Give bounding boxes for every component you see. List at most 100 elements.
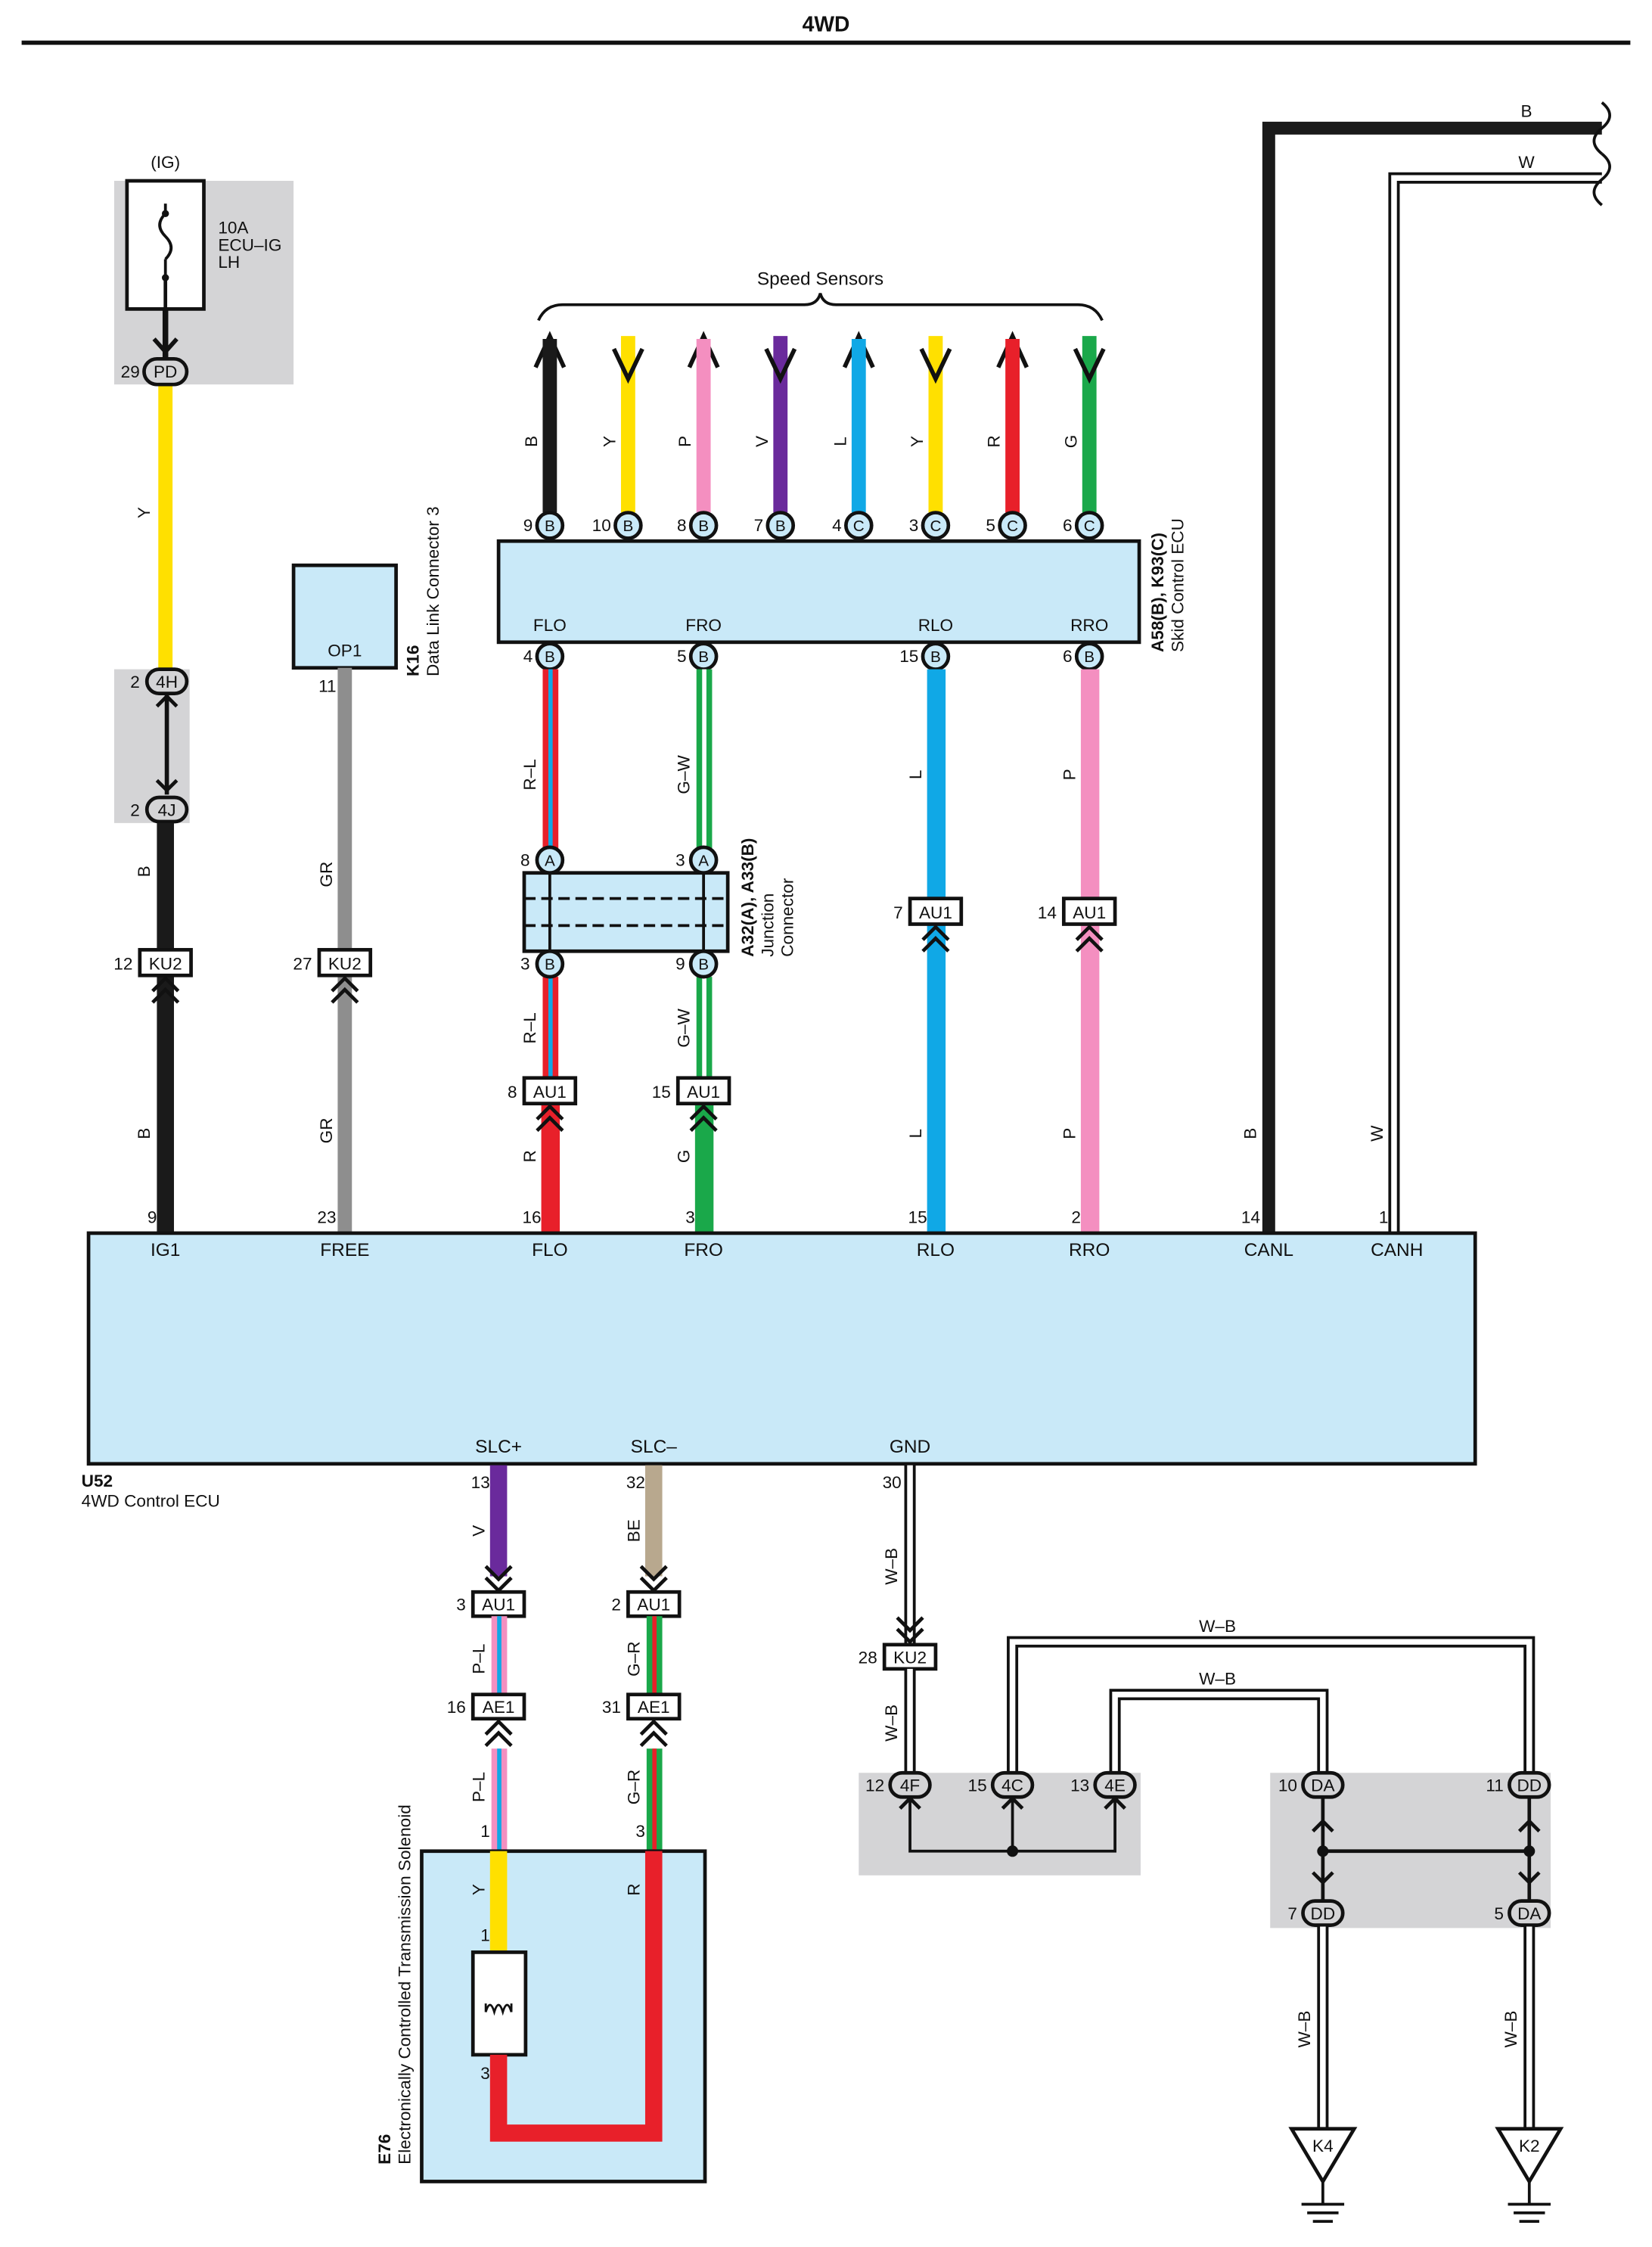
svg-text:C: C <box>1084 517 1095 535</box>
speed-sensors-label: Speed Sensors <box>757 269 883 289</box>
svg-text:Junction: Junction <box>758 894 777 957</box>
wire-color-label: Y <box>600 436 619 447</box>
svg-text:29: 29 <box>121 362 140 381</box>
svg-text:32: 32 <box>626 1473 645 1492</box>
svg-text:7: 7 <box>893 903 903 922</box>
wire-ig-y: Y <box>135 310 179 673</box>
svg-text:P–L: P–L <box>469 1644 488 1674</box>
svg-text:1: 1 <box>480 1822 490 1841</box>
svg-text:Electronically Controlled Tran: Electronically Controlled Transmission S… <box>395 1804 414 2165</box>
svg-text:28: 28 <box>859 1648 877 1667</box>
ecu-terminals: 9IG123FREE16FLO3FRO15RLO2RRO14CANL1CANHS… <box>148 1208 1424 1492</box>
svg-text:L: L <box>906 1129 925 1139</box>
sensor-input-2: PB8FR+ <box>675 331 720 566</box>
svg-text:KU2: KU2 <box>149 955 182 974</box>
svg-text:V: V <box>469 1525 488 1537</box>
svg-text:RLO: RLO <box>917 1240 955 1260</box>
pin-number: 7 <box>754 516 764 535</box>
svg-text:GR: GR <box>317 862 336 887</box>
svg-text:DD: DD <box>1517 1776 1542 1795</box>
ground-pin-b3: DA5 <box>1494 1899 1551 1927</box>
svg-text:B: B <box>1241 1128 1259 1139</box>
svg-text:4F: 4F <box>900 1776 920 1795</box>
svg-text:W–B: W–B <box>1199 1670 1236 1689</box>
svg-text:B: B <box>623 517 633 535</box>
svg-text:15: 15 <box>968 1776 987 1795</box>
svg-text:B: B <box>545 517 555 535</box>
svg-text:4J: 4J <box>158 800 176 819</box>
svg-text:9: 9 <box>675 955 685 974</box>
svg-text:3: 3 <box>480 2064 490 2083</box>
pin-number: 8 <box>677 516 687 535</box>
svg-text:Y: Y <box>135 507 154 518</box>
pin-number: 6 <box>1063 516 1073 535</box>
svg-text:FLO: FLO <box>533 616 567 635</box>
svg-text:AU1: AU1 <box>637 1596 670 1615</box>
wire-color-label: G <box>1061 435 1080 449</box>
svg-text:30: 30 <box>883 1473 902 1492</box>
svg-text:R: R <box>520 1150 539 1162</box>
svg-text:E76: E76 <box>375 2134 394 2165</box>
wire-slc-plus: V AU1 3 P–L AE1 16 P–L <box>447 1465 526 1851</box>
svg-text:B: B <box>1520 101 1532 120</box>
svg-text:AU1: AU1 <box>687 1083 720 1102</box>
svg-text:27: 27 <box>293 955 312 974</box>
svg-text:9: 9 <box>148 1208 157 1227</box>
svg-text:B: B <box>698 648 709 666</box>
svg-text:2: 2 <box>611 1596 621 1615</box>
svg-text:B: B <box>698 517 709 535</box>
pin-number: 10 <box>592 516 611 535</box>
wire-color-label: Y <box>908 436 927 447</box>
transmission-solenoid: 1 3 Y 1 3 R E76 Electronically Controlle… <box>375 1804 707 2183</box>
svg-text:CANL: CANL <box>1244 1240 1293 1260</box>
svg-text:4WD Control ECU: 4WD Control ECU <box>82 1491 220 1510</box>
svg-text:16: 16 <box>447 1698 466 1717</box>
svg-text:C: C <box>1007 517 1018 535</box>
wire-rlo: L L <box>906 669 946 1233</box>
svg-text:23: 23 <box>317 1208 336 1227</box>
svg-text:13: 13 <box>471 1473 490 1492</box>
svg-text:4E: 4E <box>1104 1776 1126 1795</box>
sensor-input-4: LC4RL+ <box>831 331 875 566</box>
svg-text:FREE: FREE <box>320 1240 369 1260</box>
svg-text:W: W <box>1368 1125 1386 1142</box>
svg-text:B: B <box>545 648 555 666</box>
svg-text:W–B: W–B <box>1501 2011 1520 2048</box>
svg-text:3: 3 <box>520 955 530 974</box>
svg-text:4H: 4H <box>156 673 178 692</box>
wire-color-label: V <box>753 436 772 447</box>
pin-number: 4 <box>832 516 842 535</box>
sensor-input-3: VB7FR– <box>753 336 797 566</box>
svg-text:W–B: W–B <box>1199 1617 1236 1636</box>
svg-text:3: 3 <box>456 1596 466 1615</box>
svg-text:Data Link Connector 3: Data Link Connector 3 <box>424 506 442 676</box>
svg-text:5: 5 <box>677 647 687 666</box>
wire-rro: P P <box>1060 669 1100 1233</box>
svg-text:A: A <box>698 852 709 869</box>
svg-text:U52: U52 <box>82 1472 113 1490</box>
svg-text:14: 14 <box>1038 903 1057 922</box>
page-title: 4WD <box>803 11 850 36</box>
ecu-bottom-terminal-0: SLC+13 <box>471 1437 522 1492</box>
svg-text:PD: PD <box>154 362 177 381</box>
wire-ig1-b: B B KU2 12 <box>113 822 193 1233</box>
svg-text:W–B: W–B <box>1295 2011 1314 2048</box>
svg-text:15: 15 <box>899 647 918 666</box>
svg-text:B: B <box>135 1128 154 1139</box>
svg-text:15: 15 <box>908 1208 927 1227</box>
svg-text:DD: DD <box>1311 1904 1336 1923</box>
sensor-input-6: RC5RR+ <box>985 331 1029 566</box>
svg-text:OP1: OP1 <box>328 642 362 660</box>
ecu-bottom-terminal-1: SLC–32 <box>626 1437 677 1492</box>
